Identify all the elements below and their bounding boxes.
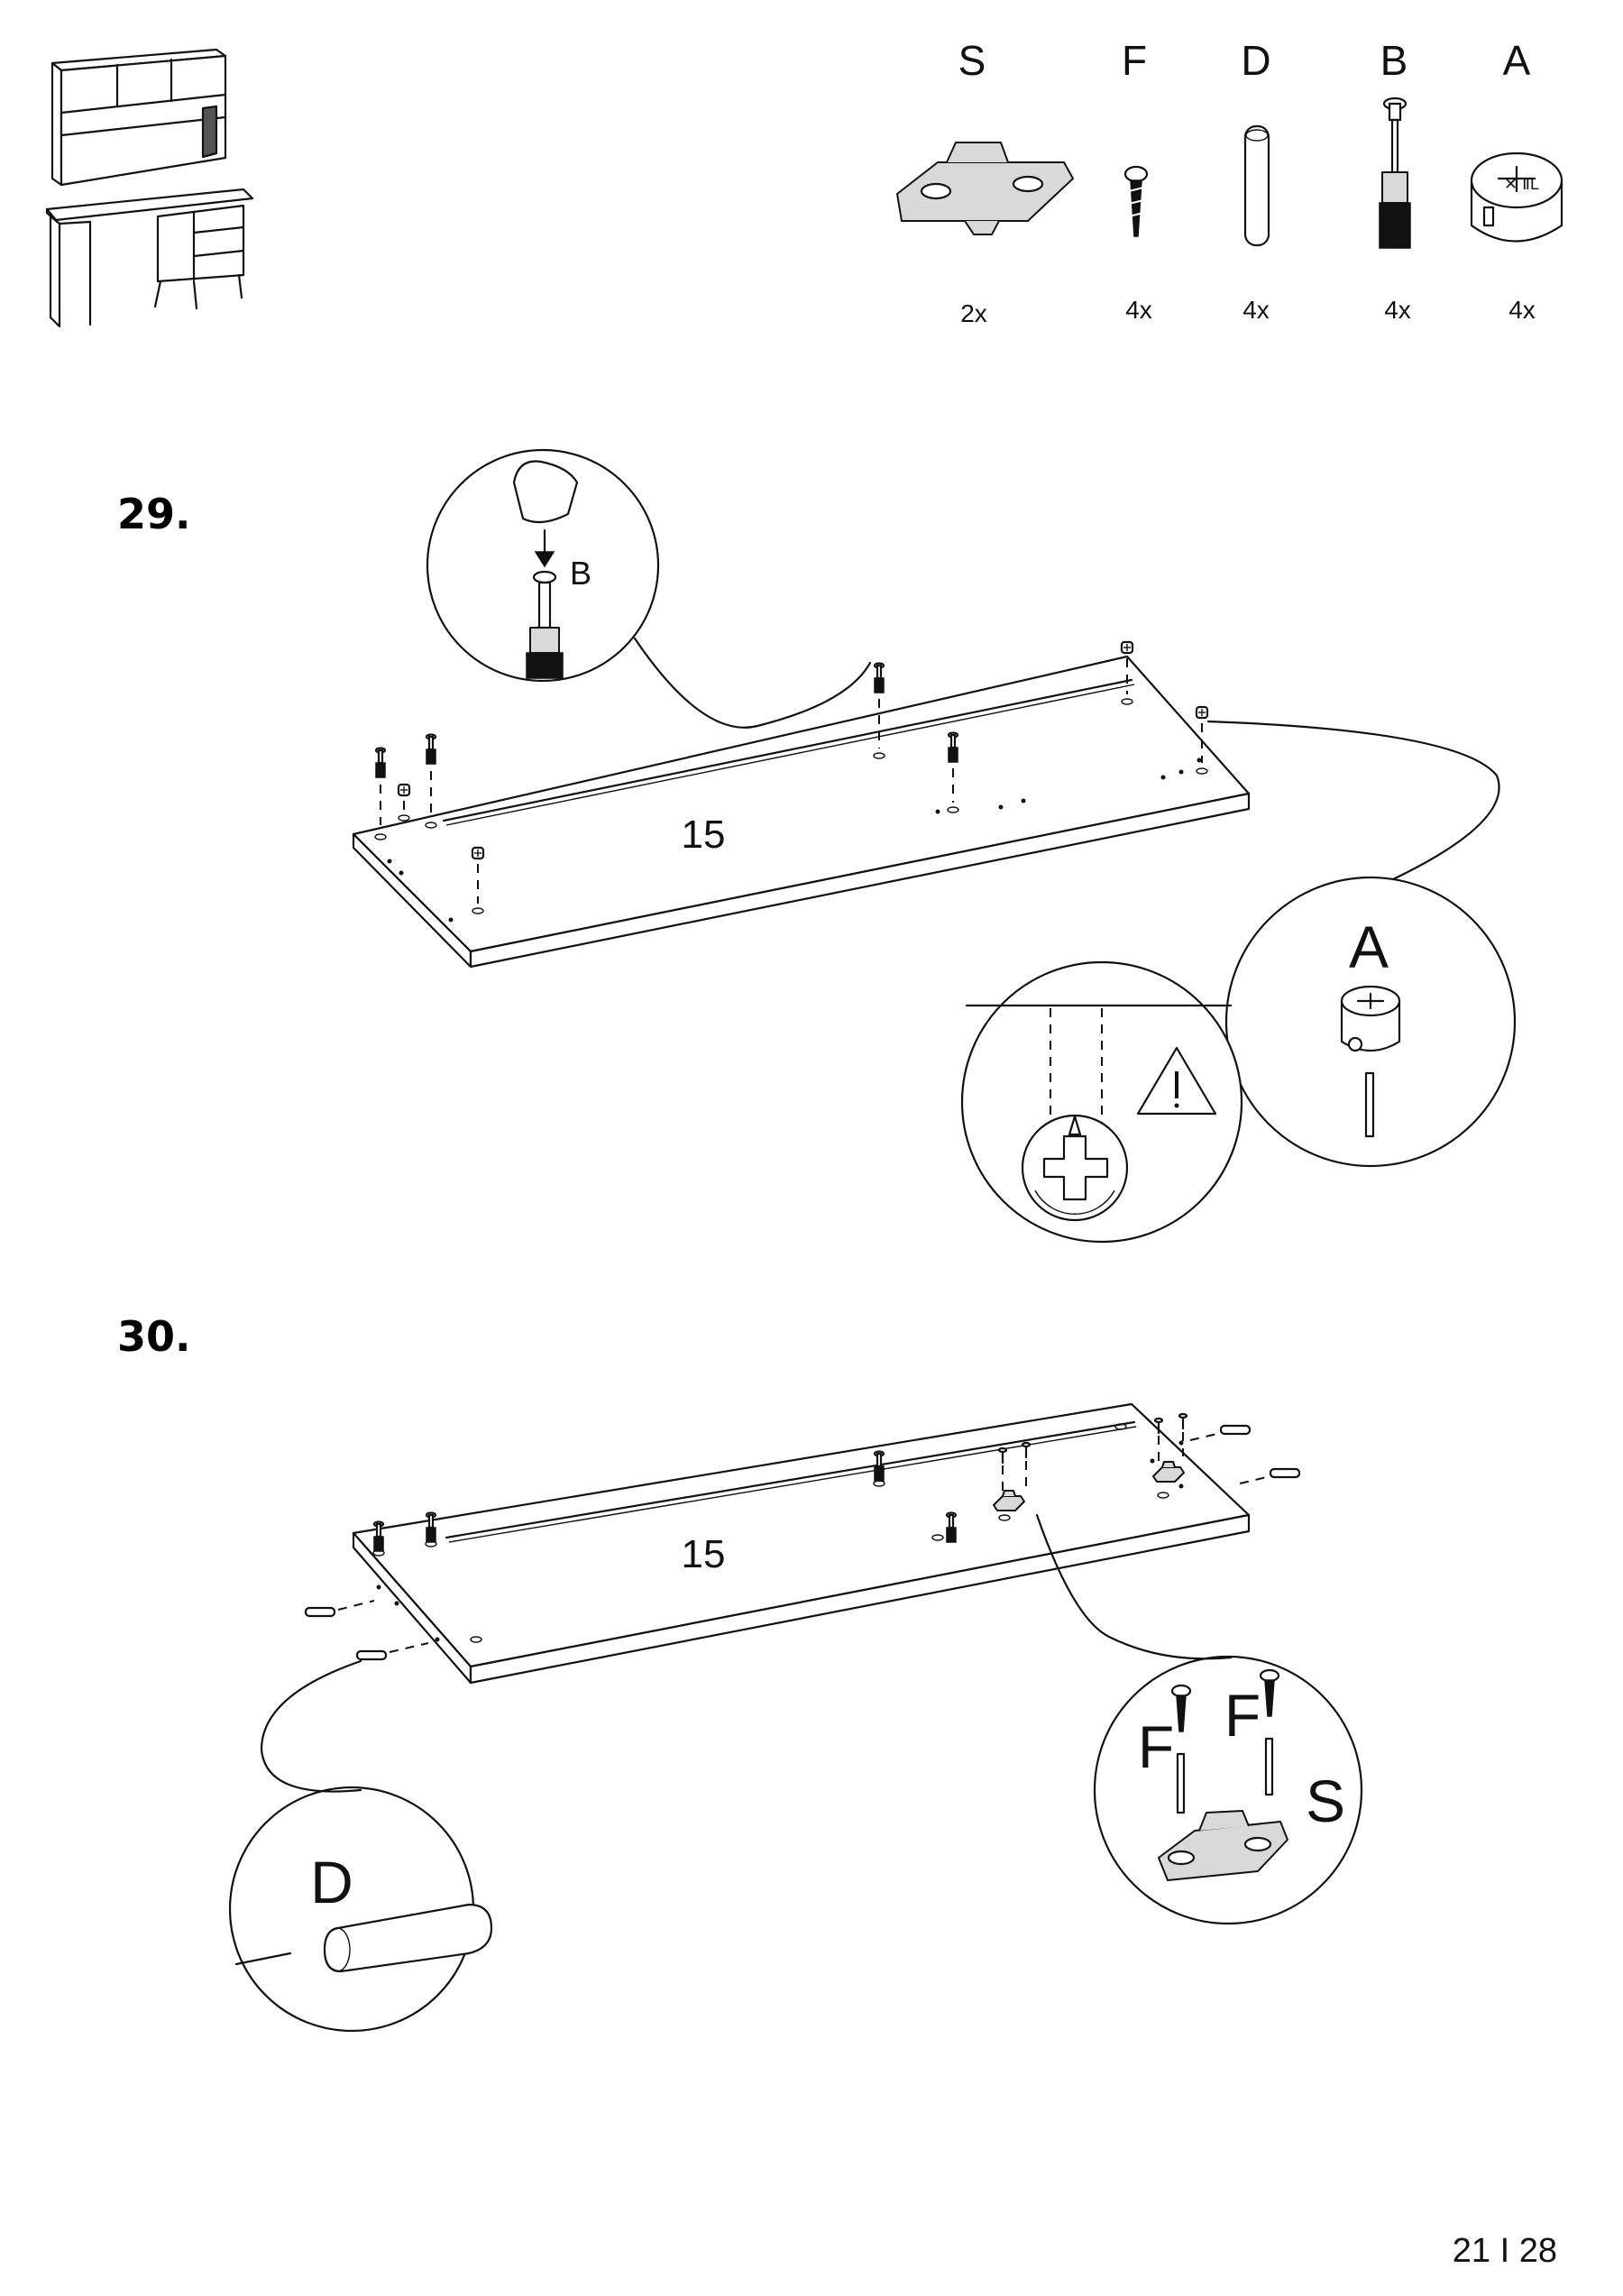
part-letter-b: B [1380, 37, 1408, 84]
step-29-bolt-callout-label: B [570, 555, 591, 592]
part-qty-b: 4x [1384, 296, 1411, 324]
step-29-number: 29. [117, 490, 191, 538]
part-letter-d: D [1241, 37, 1270, 84]
part-qty-s: 2x [960, 299, 987, 327]
part-letter-f: F [1122, 37, 1147, 84]
warning-triangle-icon [1136, 1046, 1217, 1116]
step-30-dowel-callout-label: D [310, 1849, 353, 1915]
svg-text:✕ ⅡL: ✕ ⅡL [1504, 175, 1539, 193]
step-29-cam-callout: A [1224, 876, 1517, 1168]
hinge-plate-icon [896, 142, 1074, 235]
step-30-leader-d [260, 1659, 362, 1793]
parts-legend: S F D B A [896, 37, 1563, 327]
part-letter-a: A [1503, 37, 1531, 84]
step-29-warning-callout [960, 960, 1243, 1244]
part-qty-f: 4x [1125, 296, 1152, 324]
step-30-panel-label: 15 [682, 1532, 726, 1576]
cam-lock-icon: ✕ ⅡL [1470, 152, 1563, 243]
step-30-leader-s [1035, 1513, 1233, 1660]
part-letter-s: S [958, 37, 986, 84]
step-30-dowel-callout: D [228, 1786, 493, 2033]
step-29-panel: 15 [352, 640, 1251, 969]
dowel-icon [1243, 124, 1270, 247]
step-29-leader-a [1206, 720, 1500, 881]
step-30-screw-left-label: F [1138, 1713, 1174, 1780]
step-29-bolt-callout: B [426, 448, 660, 683]
step-30-screw-right-label: F [1224, 1682, 1261, 1749]
cam-bolt-icon [1379, 96, 1411, 249]
step-30-plate-label: S [1306, 1768, 1345, 1834]
part-qty-d: 4x [1242, 296, 1270, 324]
step-29-leader-b [633, 637, 872, 729]
page-number: 21 I 28 [1453, 2232, 1557, 2270]
screw-icon [1123, 165, 1149, 237]
part-qty-a: 4x [1508, 296, 1536, 324]
step-29-cam-callout-label: A [1349, 914, 1389, 980]
step-30-panel: 15 [304, 1402, 1301, 1685]
step-30-number: 30. [117, 1312, 191, 1361]
step-30-plate-callout: F F S [1093, 1655, 1363, 1925]
step-29-panel-label: 15 [682, 813, 726, 857]
desk-thumbnail-icon [45, 48, 254, 328]
